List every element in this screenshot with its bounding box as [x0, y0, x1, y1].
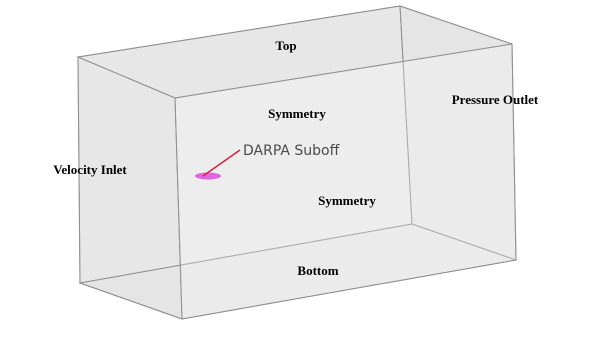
label-pressure-outlet: Pressure Outlet — [452, 92, 539, 107]
label-symmetry-back: Symmetry — [268, 106, 326, 121]
domain-box — [76, 5, 518, 320]
label-bottom: Bottom — [297, 263, 338, 278]
label-darpa-suboff: DARPA Suboff — [243, 143, 340, 159]
label-top: Top — [275, 38, 296, 53]
label-symmetry-side: Symmetry — [318, 193, 376, 208]
face-front — [174, 43, 517, 320]
label-velocity-inlet: Velocity Inlet — [53, 162, 127, 177]
model-leader-line — [202, 149, 241, 177]
darpa-suboff-model — [195, 172, 221, 180]
